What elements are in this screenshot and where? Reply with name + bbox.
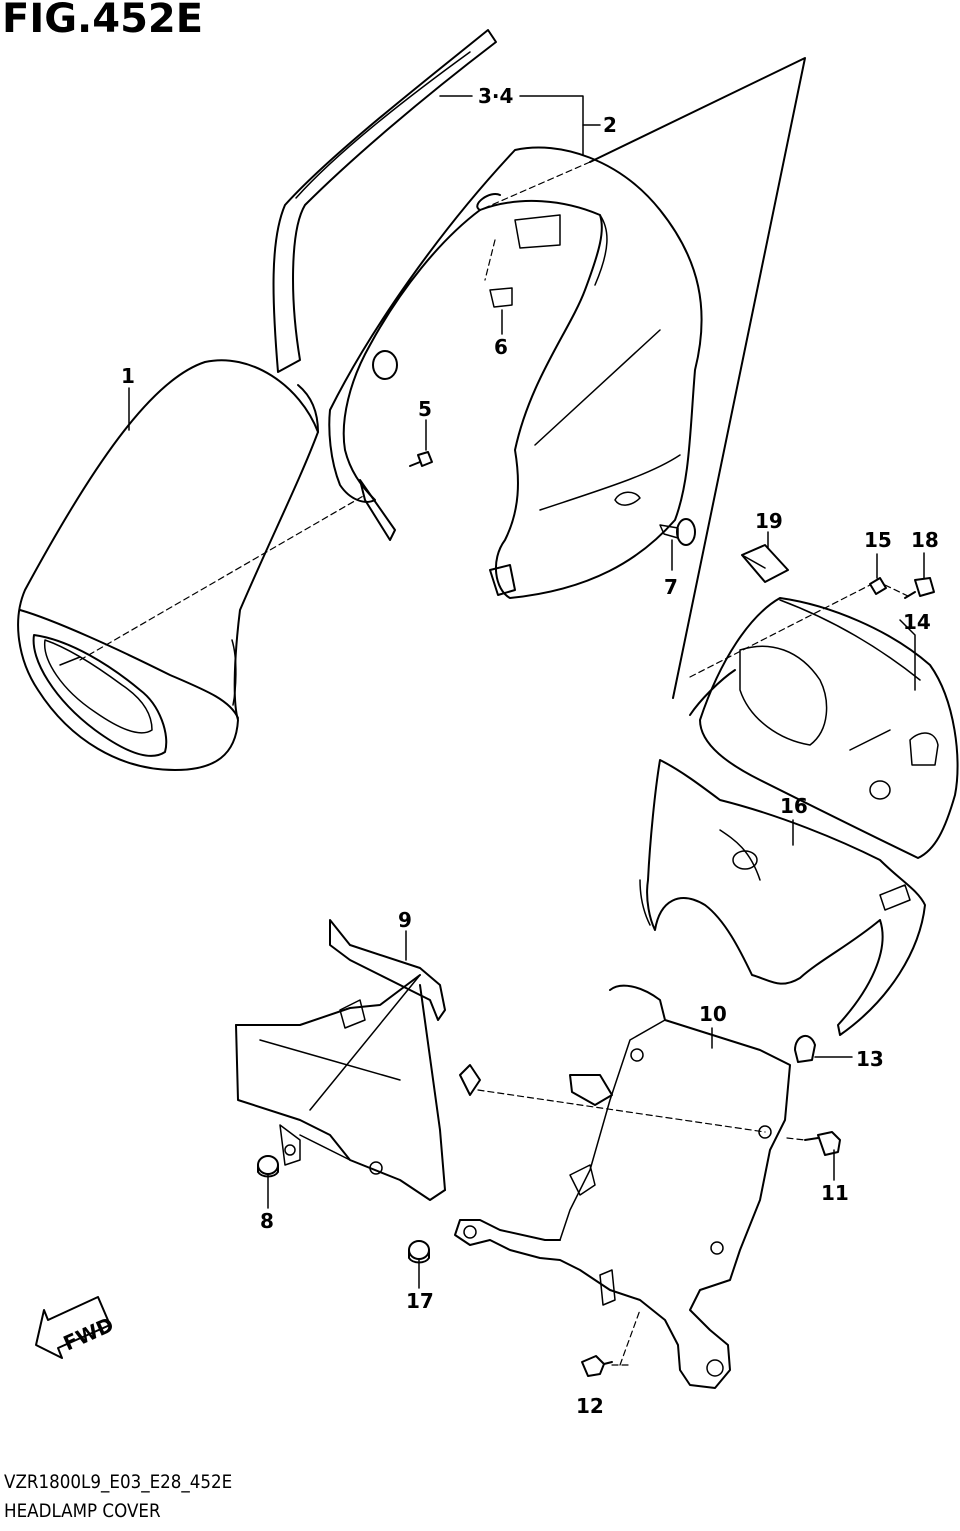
part-8-damper — [257, 1155, 279, 1178]
part-7-screw — [659, 518, 696, 546]
fwd-label: FWD — [60, 1312, 118, 1355]
callout-18: 18 — [911, 528, 939, 552]
part-15-clip — [869, 577, 887, 595]
callout-7: 7 — [664, 575, 678, 599]
callout-19: 19 — [755, 509, 783, 533]
callout-1: 1 — [121, 364, 135, 388]
callout-2: 2 — [603, 113, 617, 137]
part-3-4-trim-strip — [272, 29, 497, 373]
callout-10: 10 — [699, 1002, 727, 1026]
callout-12: 12 — [576, 1394, 604, 1418]
part-10-right-bracket — [454, 984, 791, 1389]
callout-17: 17 — [406, 1289, 434, 1313]
part-1-headlamp-housing — [17, 359, 319, 771]
callout-14: 14 — [903, 610, 931, 634]
figure-title: FIG.452E — [2, 0, 204, 42]
leader-lines — [128, 95, 925, 1289]
part-11-bolt — [804, 1131, 841, 1156]
callout-9: 9 — [398, 908, 412, 932]
callout-8: 8 — [260, 1209, 274, 1233]
callout-15: 15 — [864, 528, 892, 552]
callout-6: 6 — [494, 335, 508, 359]
callout-16: 16 — [780, 794, 808, 818]
callout-11: 11 — [821, 1181, 849, 1205]
callout-13: 13 — [856, 1047, 884, 1071]
callout-3-4: 3·4 — [478, 84, 513, 108]
part-12-bolt — [581, 1355, 613, 1377]
fwd-arrow-icon — [35, 1296, 111, 1359]
figure-caption: HEADLAMP COVER — [4, 1500, 161, 1522]
dashed-guides — [79, 161, 911, 1366]
part-9-left-bracket — [235, 919, 481, 1201]
part-2-headlamp-cover — [328, 146, 703, 599]
part-16-lower-cover — [639, 759, 926, 1036]
model-code: VZR1800L9_E03_E28_452E — [4, 1471, 233, 1493]
part-13-clip — [794, 1035, 816, 1063]
part-14-inner-cover — [689, 597, 959, 859]
part-5-screw — [409, 451, 433, 467]
part-18-grommet — [904, 577, 935, 599]
assembly-outline — [589, 57, 806, 699]
callout-5: 5 — [418, 397, 432, 421]
callout-labels: 1 2 3·4 5 6 7 8 9 10 11 12 13 14 15 16 1… — [121, 84, 939, 1418]
part-19-cushion — [741, 544, 789, 583]
